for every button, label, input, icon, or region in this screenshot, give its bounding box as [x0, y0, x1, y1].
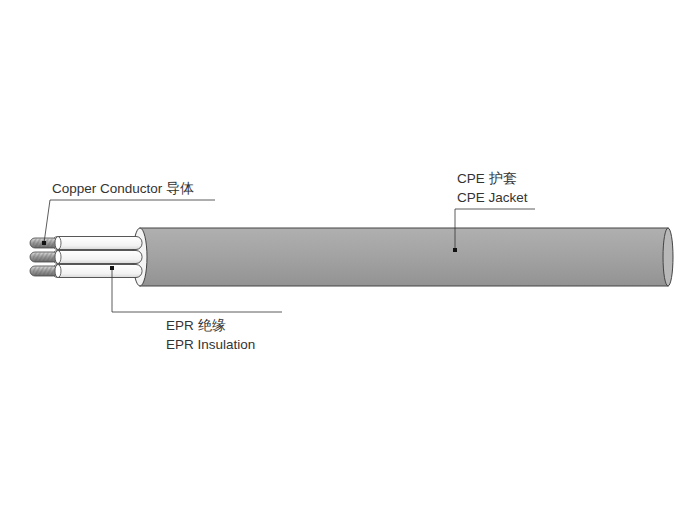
leader-lines	[44, 200, 535, 312]
part-label: CPE 护套	[457, 171, 517, 187]
epr-insulated-cores	[30, 237, 142, 278]
part-label: CPE Jacket	[457, 190, 528, 206]
part-label: EPR Insulation	[166, 337, 255, 353]
core	[30, 237, 142, 250]
part-label: EPR 绝缘	[166, 318, 226, 334]
cpe-jacket	[133, 228, 673, 286]
leader-dots	[42, 241, 457, 270]
part-label: Copper Conductor 导体	[52, 181, 194, 197]
core	[30, 265, 142, 278]
core	[30, 251, 142, 264]
